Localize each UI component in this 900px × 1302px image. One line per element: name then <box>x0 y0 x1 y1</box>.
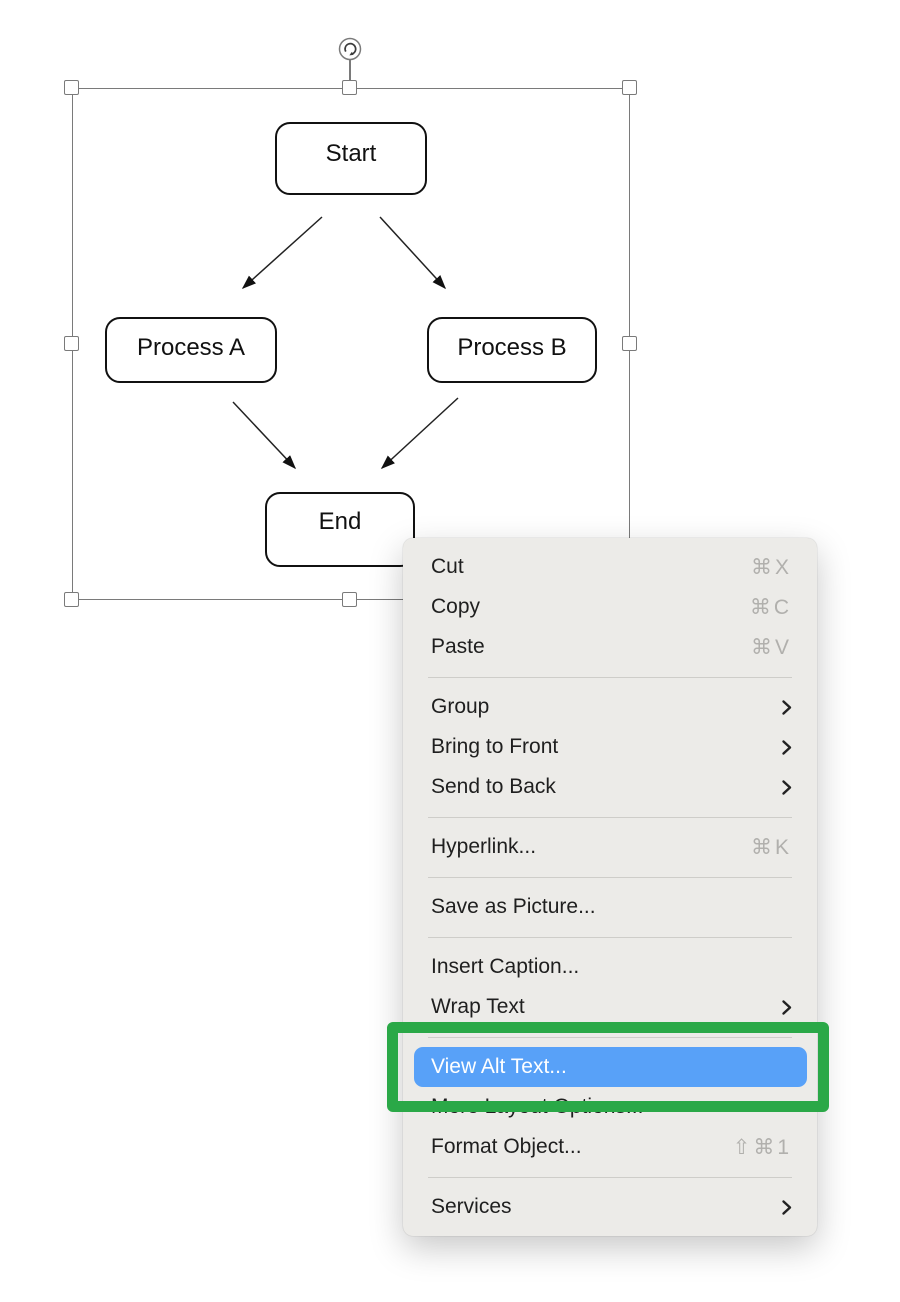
menu-item-save-as-picture[interactable]: Save as Picture... <box>403 887 817 927</box>
menu-item-label: Wrap Text <box>431 995 525 1018</box>
menu-separator <box>428 816 792 818</box>
menu-separator <box>428 876 792 878</box>
menu-item-send-to-back[interactable]: Send to Back <box>403 767 817 807</box>
selection-handle-bottom-left[interactable] <box>64 592 79 607</box>
menu-separator <box>428 936 792 938</box>
selection-handle-middle-right[interactable] <box>622 336 637 351</box>
menu-item-view-alt-text[interactable]: View Alt Text... <box>414 1047 807 1087</box>
menu-item-insert-caption[interactable]: Insert Caption... <box>403 947 817 987</box>
submenu-chevron-icon <box>782 999 792 1015</box>
menu-item-shortcut: ⌘V <box>750 635 792 659</box>
submenu-chevron-icon <box>782 699 792 715</box>
context-menu: Cut ⌘X Copy ⌘C Paste ⌘V Group Bring to F… <box>403 538 817 1236</box>
menu-item-more-layout-options[interactable]: More Layout Options... <box>403 1087 817 1127</box>
menu-item-label: Group <box>431 695 490 718</box>
node-label: Start <box>325 139 377 167</box>
submenu-chevron-icon <box>782 779 792 795</box>
submenu-chevron-icon <box>782 1199 792 1215</box>
menu-separator <box>428 676 792 678</box>
menu-item-bring-to-front[interactable]: Bring to Front <box>403 727 817 767</box>
menu-item-cut[interactable]: Cut ⌘X <box>403 547 817 587</box>
selection-handle-top-right[interactable] <box>622 80 637 95</box>
menu-item-paste[interactable]: Paste ⌘V <box>403 627 817 667</box>
menu-item-label: More Layout Options... <box>431 1095 644 1118</box>
node-label: Process B <box>457 334 567 361</box>
selection-handle-top-middle[interactable] <box>342 80 357 95</box>
menu-item-format-object[interactable]: Format Object... ⇧⌘1 <box>403 1127 817 1167</box>
menu-item-copy[interactable]: Copy ⌘C <box>403 587 817 627</box>
selection-handle-bottom-middle[interactable] <box>342 592 357 607</box>
menu-item-label: Paste <box>431 635 485 658</box>
menu-item-wrap-text[interactable]: Wrap Text <box>403 987 817 1027</box>
menu-item-label: Bring to Front <box>431 735 559 758</box>
rotate-handle-stem <box>349 60 351 88</box>
node-label: Process A <box>136 334 246 361</box>
menu-item-shortcut: ⌘K <box>750 835 792 859</box>
selection-handle-top-left[interactable] <box>64 80 79 95</box>
menu-item-label: Cut <box>431 555 464 578</box>
menu-item-shortcut: ⌘X <box>750 555 792 579</box>
node-label: End <box>318 507 362 535</box>
flowchart-node-process-b[interactable]: Process B <box>427 317 597 383</box>
menu-item-label: Services <box>431 1195 512 1218</box>
selection-handle-middle-left[interactable] <box>64 336 79 351</box>
rotate-handle-icon[interactable] <box>338 37 362 61</box>
menu-item-label: Hyperlink... <box>431 835 537 858</box>
flowchart-node-process-a[interactable]: Process A <box>105 317 277 383</box>
menu-separator <box>428 1176 792 1178</box>
menu-item-label: Copy <box>431 595 481 618</box>
menu-item-label: View Alt Text... <box>431 1055 567 1078</box>
menu-item-label: Save as Picture... <box>431 895 596 918</box>
flowchart-node-start[interactable]: Start <box>275 122 427 195</box>
menu-item-shortcut: ⌘C <box>749 595 792 619</box>
submenu-chevron-icon <box>782 739 792 755</box>
menu-item-label: Send to Back <box>431 775 556 798</box>
menu-item-label: Format Object... <box>431 1135 582 1158</box>
menu-item-hyperlink[interactable]: Hyperlink... ⌘K <box>403 827 817 867</box>
flowchart-node-end[interactable]: End <box>265 492 415 567</box>
menu-item-shortcut: ⇧⌘1 <box>732 1135 792 1159</box>
menu-item-services[interactable]: Services <box>403 1187 817 1227</box>
menu-separator <box>428 1036 792 1038</box>
menu-item-label: Insert Caption... <box>431 955 580 978</box>
menu-item-group[interactable]: Group <box>403 687 817 727</box>
